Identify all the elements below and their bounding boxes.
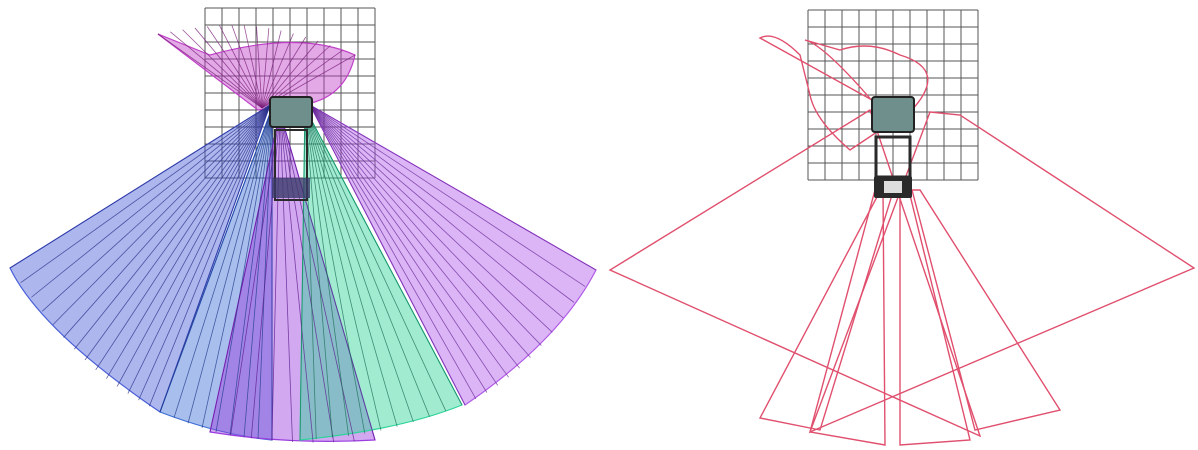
outline-fov-diagram	[608, 9, 1196, 446]
sensor-fields	[9, 33, 597, 442]
fov-ray	[309, 104, 553, 333]
fov-ray	[148, 104, 271, 407]
fov-ray	[173, 107, 273, 418]
filled-fov-diagram	[9, 7, 597, 443]
fov-ray	[201, 107, 273, 429]
outline-left-wide	[608, 108, 982, 438]
fov-ray	[157, 33, 263, 109]
vehicle-rear-axle	[272, 178, 310, 198]
fov-ray	[304, 107, 430, 417]
fov-ray	[304, 107, 382, 431]
fov-ray	[95, 104, 271, 371]
fov-ray	[304, 107, 349, 437]
vehicle-rear-hitch	[884, 181, 902, 193]
vehicle	[269, 96, 313, 201]
fov-ray	[261, 36, 307, 109]
fov-ray	[309, 104, 586, 287]
fov-ray	[159, 104, 271, 413]
fov-ray	[127, 104, 271, 394]
fov-right-wide	[308, 103, 597, 406]
fov-ray	[182, 29, 263, 109]
fov-ray	[256, 26, 263, 109]
outline-center-right	[899, 194, 971, 446]
vehicle-cab	[871, 96, 915, 133]
fov-ray	[279, 111, 335, 443]
fov-ray	[261, 28, 270, 109]
vehicle-chassis	[274, 129, 308, 201]
fov-ray	[231, 25, 263, 109]
fov-ray	[304, 107, 366, 434]
fov-ray	[206, 26, 263, 109]
fov-ray	[73, 104, 271, 350]
outline-rear-loop	[758, 35, 929, 151]
fov-rear-magenta	[157, 33, 356, 111]
fov-ray	[309, 104, 531, 358]
fov-ray	[230, 111, 281, 436]
fov-ray	[304, 107, 414, 423]
fov-ray	[138, 104, 271, 401]
fov-ray	[159, 107, 273, 413]
fov-ray	[52, 104, 271, 326]
fov-ray	[229, 107, 273, 436]
outline-right-wide	[808, 111, 1196, 434]
fov-ray	[309, 104, 466, 406]
fov-ray	[304, 107, 447, 412]
fov-ray	[309, 104, 488, 393]
fov-ray	[309, 104, 509, 378]
fov-ray	[304, 107, 398, 427]
fov-ray	[194, 27, 263, 109]
fov-ray	[20, 104, 271, 284]
fov-ray	[299, 107, 306, 441]
reference-grid	[807, 9, 979, 181]
outline-right-center	[911, 189, 1062, 431]
fov-ray	[309, 104, 499, 386]
fov-ray	[215, 107, 273, 433]
fov-ray	[243, 107, 273, 438]
fov-rays	[9, 25, 597, 443]
fov-center-purple	[209, 111, 376, 442]
outline-fov-panel	[600, 0, 1198, 450]
fov-ray	[9, 104, 271, 269]
fov-ray	[106, 104, 271, 379]
fov-ray	[279, 111, 314, 443]
fov-ray	[309, 104, 575, 303]
fov-ray	[31, 104, 271, 298]
fov-ray	[84, 104, 271, 361]
fov-ray	[257, 107, 273, 439]
filled-fov-panel	[9, 7, 597, 443]
fov-ray	[261, 30, 282, 109]
fov-ray	[170, 31, 263, 109]
fov-ray	[219, 25, 263, 109]
fov-ray	[41, 104, 271, 312]
outline-center-left	[758, 194, 893, 431]
fov-ray	[63, 104, 271, 338]
fov-ray	[304, 107, 333, 438]
fov-ray	[209, 111, 281, 433]
fov-ray	[187, 107, 273, 424]
fov-ray	[304, 107, 463, 406]
fov-ray	[309, 104, 542, 346]
fov-ray	[279, 111, 293, 443]
fov-ray	[271, 111, 281, 441]
fov-ray	[116, 104, 271, 387]
fov-ray	[309, 104, 520, 369]
vehicle	[871, 96, 915, 198]
fov-ray	[309, 104, 597, 271]
fov-ray	[243, 25, 263, 109]
vehicle-cab	[269, 96, 313, 128]
fov-left-wide	[9, 103, 272, 413]
fov-ray	[261, 33, 294, 109]
fov-ray	[309, 104, 564, 319]
fov-ray	[309, 104, 477, 400]
outline-left-center	[809, 189, 886, 446]
